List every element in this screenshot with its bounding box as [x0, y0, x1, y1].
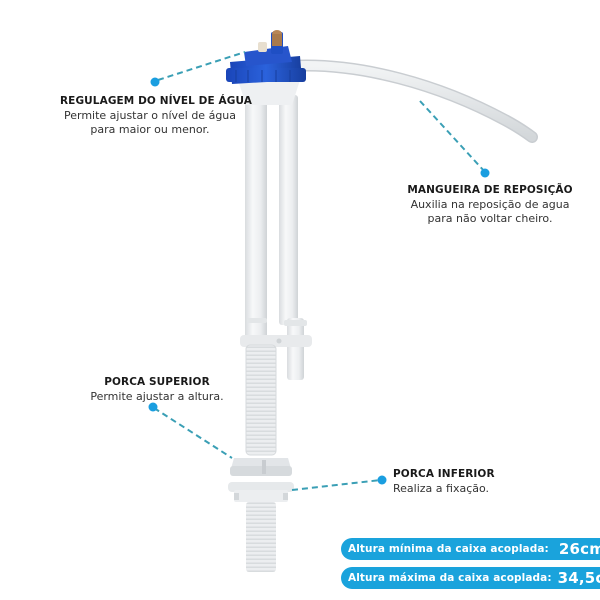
- callout-title: MANGUEIRA DE REPOSIÇÃO: [407, 184, 573, 196]
- upper-nut: [230, 458, 292, 476]
- callout-description: Permite ajustar o nível de água: [63, 108, 237, 122]
- callout-title: PORCA SUPERIOR: [104, 376, 210, 388]
- spec-value: 26cm: [558, 540, 600, 558]
- callout-description: para não voltar cheiro.: [427, 211, 553, 225]
- spec-label: Altura máxima da caixa acoplada:: [348, 572, 552, 584]
- callout-dots: [148, 77, 490, 485]
- callout-description: para maior ou menor.: [90, 122, 210, 136]
- valve-body-tubes: [238, 80, 312, 380]
- lower-nut: [228, 482, 294, 502]
- dot-icon: [480, 168, 490, 178]
- callout-title: REGULAGEM DO NÍVEL DE ÁGUA: [60, 95, 252, 107]
- callout-description: Permite ajustar a altura.: [90, 389, 224, 403]
- callout-regulagem: REGULAGEM DO NÍVEL DE ÁGUA Permite ajust…: [60, 95, 252, 137]
- callout-porca-superior: PORCA SUPERIOR Permite ajustar a altura.: [82, 376, 232, 404]
- callout-mangueira: MANGUEIRA DE REPOSIÇÃO Auxilia na reposi…: [405, 184, 575, 226]
- leader-lines: [153, 51, 486, 491]
- threaded-shank: [246, 502, 276, 572]
- dot-icon: [148, 402, 158, 412]
- dot-icon: [150, 77, 160, 87]
- callout-porca-inferior: PORCA INFERIOR Realiza a fixação.: [393, 468, 513, 496]
- spec-badge-min-height: Altura mínima da caixa acoplada: 26cm: [341, 538, 600, 560]
- spec-label: Altura mínima da caixa acoplada:: [348, 543, 549, 555]
- spec-badge-max-height: Altura máxima da caixa acoplada: 34,5cm: [341, 567, 600, 589]
- callout-description: Auxilia na reposição de agua: [410, 197, 570, 211]
- callout-description: Realiza a fixação.: [393, 481, 490, 495]
- spec-value: 34,5cm: [557, 569, 600, 587]
- water-level-regulator: [226, 30, 306, 84]
- height-adjustment-corrugation: [245, 344, 277, 456]
- dot-icon: [377, 475, 387, 485]
- callout-title: PORCA INFERIOR: [393, 468, 495, 480]
- refill-hose: [284, 59, 538, 143]
